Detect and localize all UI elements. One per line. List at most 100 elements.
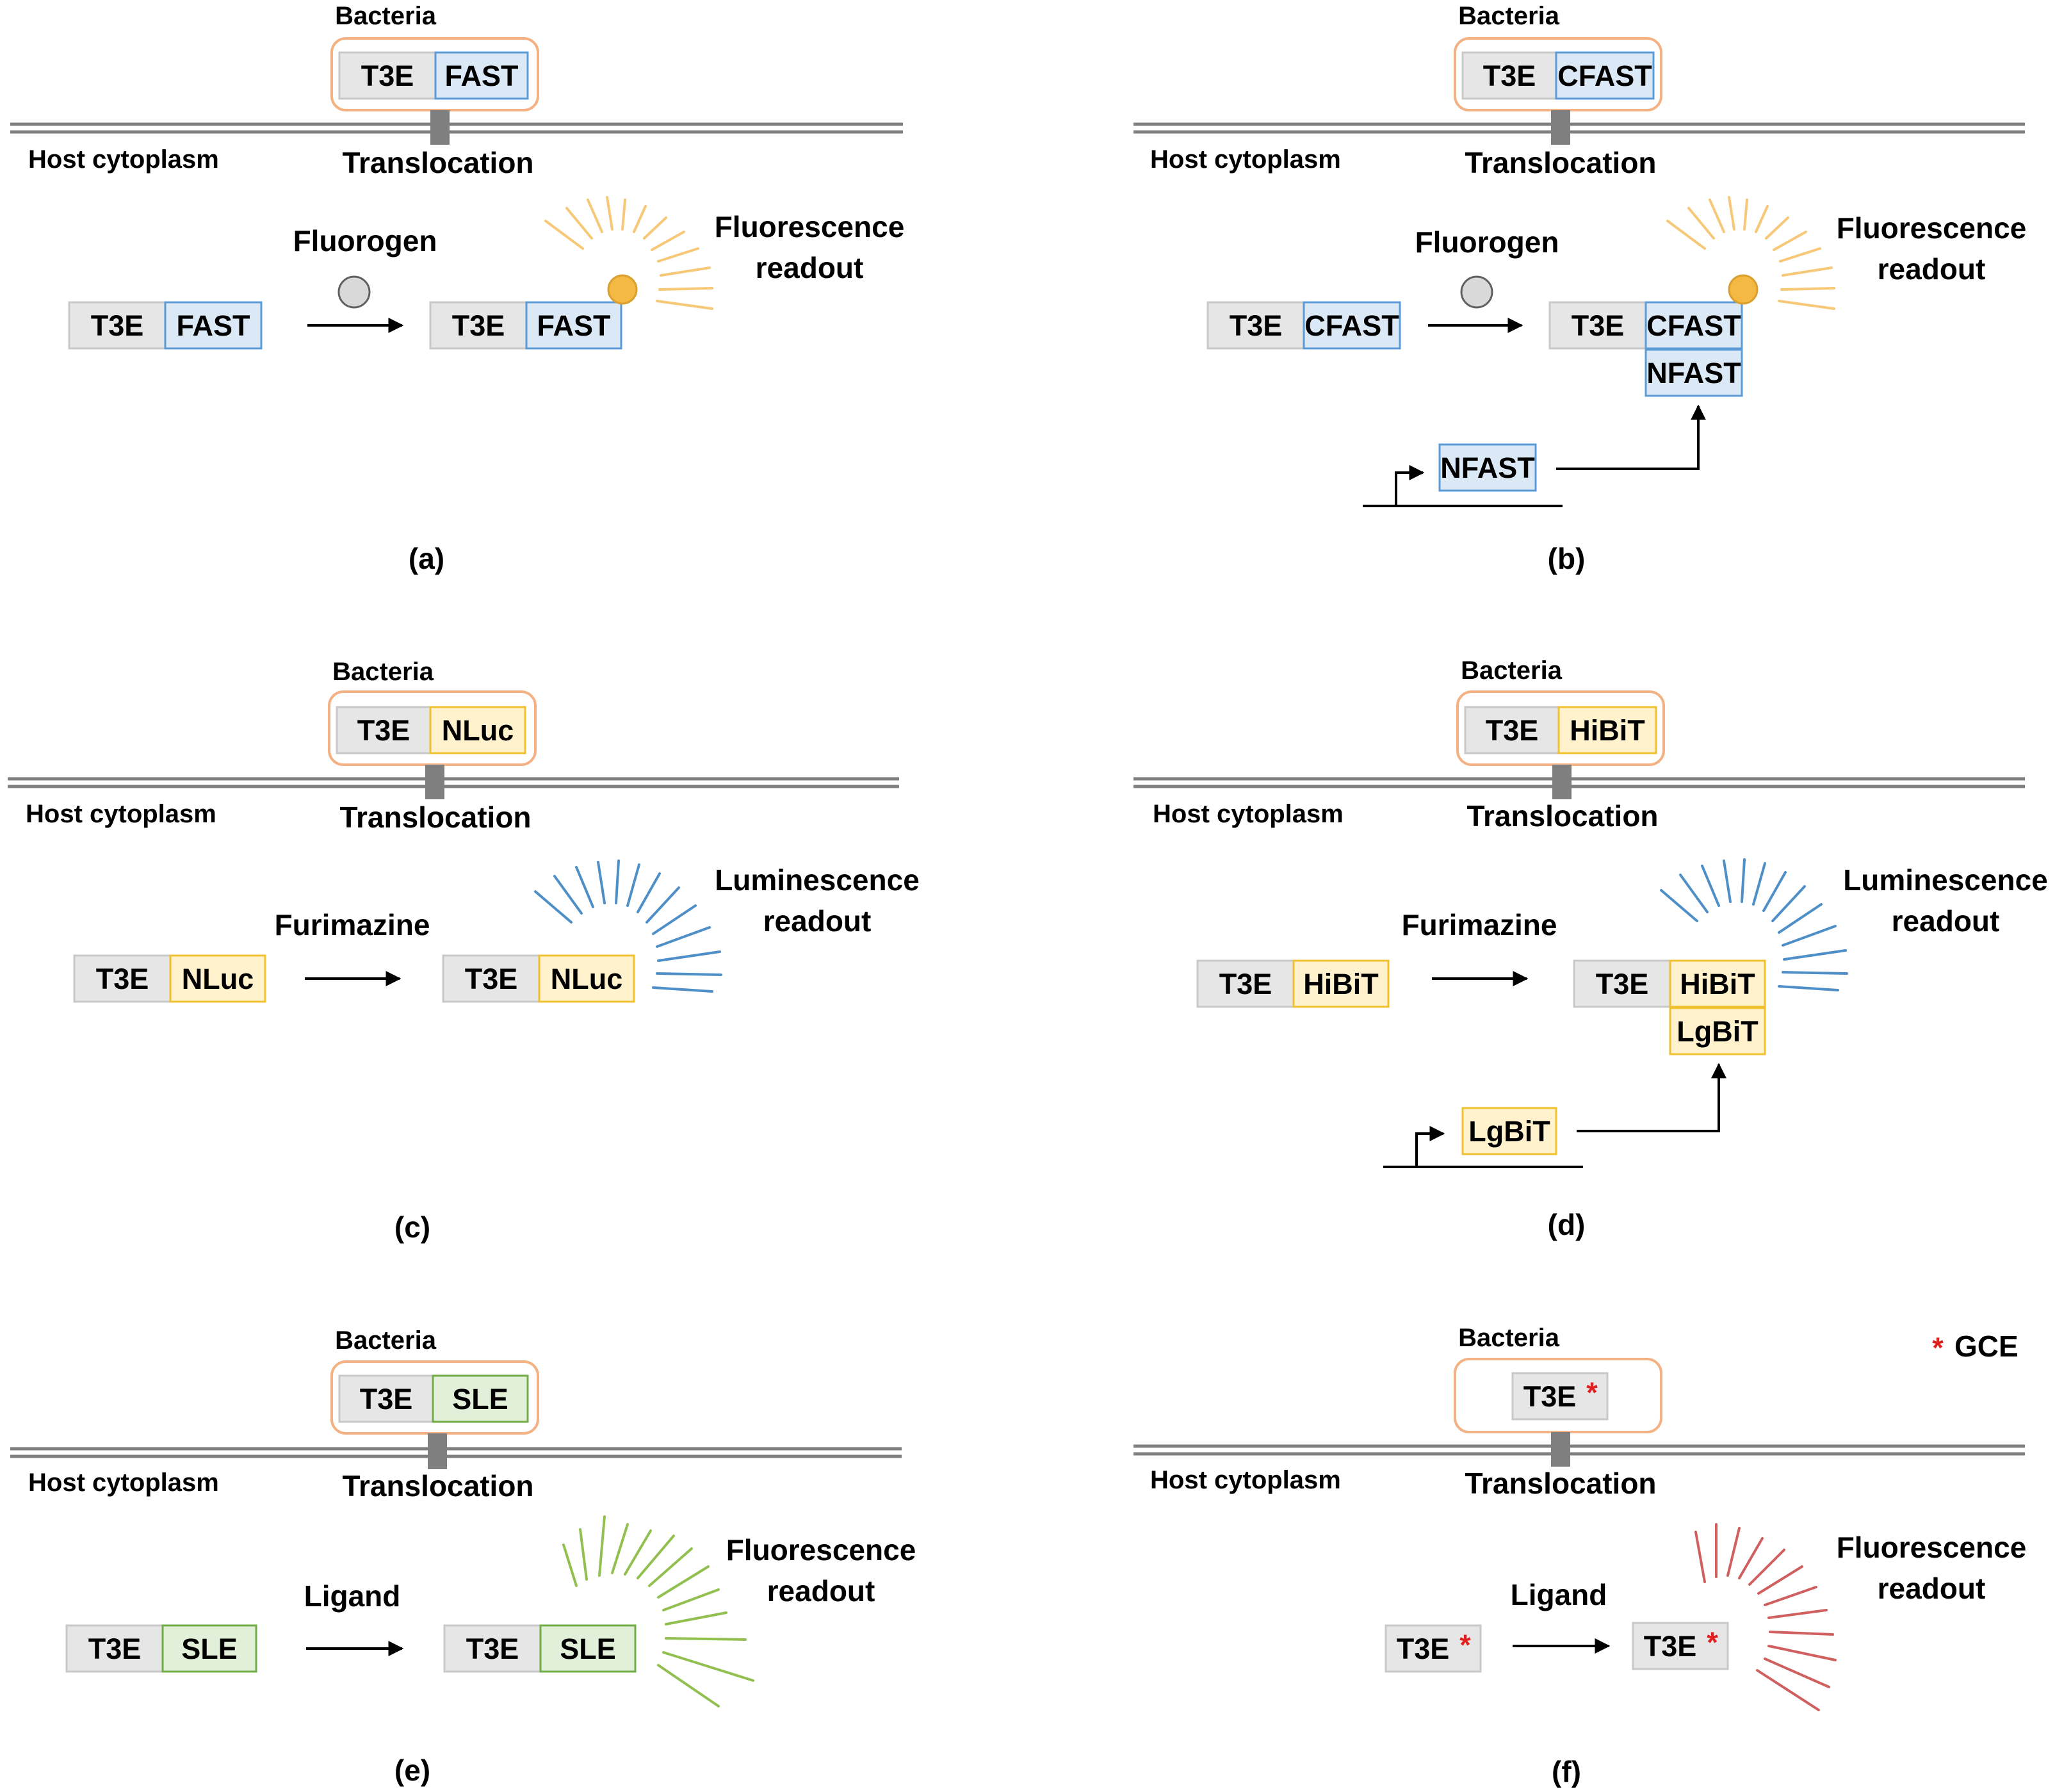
bacteria-label: Bacteria [1461,656,1563,685]
t3e-label: T3E [91,309,144,342]
sle-label: SLE [452,1383,508,1415]
translocation-label: Translocation [342,1469,533,1503]
hibit-box [1292,959,1390,1008]
cfast-label: CFAST [1646,309,1741,342]
readout-subtitle: readout [763,904,872,938]
t3e-label: T3E [465,963,518,995]
panel-label: (c) [394,1210,430,1244]
t3e-label: T3E [1644,1630,1697,1663]
bacteria-label: Bacteria [335,1326,437,1355]
lgbit-label: LgBiT [1677,1015,1758,1048]
sle-label: SLE [181,1633,238,1665]
nluc-label: NLuc [442,714,514,747]
complementation-arrow [1556,404,1706,470]
hibit-box [1557,706,1657,754]
t3e-label: T3E [360,1383,413,1415]
fluorescence-rays [562,1515,754,1707]
t3e-box [68,301,167,350]
t3e-box [1548,301,1647,350]
readout-subtitle: readout [756,251,864,284]
translocation-channel [1551,1432,1570,1467]
gce-star-icon: * [1707,1626,1718,1659]
t3e-label: T3E [88,1633,142,1665]
host-cytoplasm-label: Host cytoplasm [1150,1466,1341,1494]
fast-box [434,51,529,100]
readout-subtitle: readout [1892,904,2000,938]
t3e-label: T3E [1572,309,1625,342]
t3e-label: T3E [1230,309,1283,342]
t3e-label: T3E [96,963,149,995]
fluorogen-label: Fluorogen [293,224,437,257]
bacteria-label: Bacteria [1458,2,1560,30]
furimazine-label: Furimazine [1402,908,1557,941]
panel-label: (e) [394,1754,430,1787]
t3e-box [1461,51,1557,100]
host-membrane [1133,122,2025,134]
lgbit-box [1669,1007,1766,1055]
fast-label: FAST [444,60,518,92]
fluorescence-rays [544,196,713,310]
t3e-box [1511,1372,1609,1421]
t3e-label: T3E [357,714,410,747]
fast-label: FAST [176,309,250,342]
host-membrane [10,1447,902,1458]
nfast-box [1438,443,1537,492]
nluc-label: NLuc [182,963,254,995]
translocation-label: Translocation [1465,146,1656,179]
ligand-label: Ligand [304,1579,401,1613]
t3e-box [1573,959,1671,1008]
panel-b: Bacteria T3E CFAST Host cytoplasm Transl… [1133,2,2026,575]
furimazine-label: Furimazine [275,908,430,941]
panel-d: Bacteria T3E HiBiT Host cytoplasm Transl… [1133,656,2048,1241]
readout-title: Luminescence [1843,863,2048,897]
nluc-box [429,706,526,754]
readout-title: Luminescence [715,863,920,897]
host-membrane [1133,777,2025,788]
luminescence-rays [534,859,722,993]
gce-star-icon: * [1586,1376,1598,1409]
cfast-label: CFAST [1304,309,1399,342]
t3e-label: T3E [1219,968,1272,1000]
t3e-box [1206,301,1305,350]
panel-e: Bacteria T3E SLE Host cytoplasm Transloc… [10,1326,916,1787]
t3e-label: T3E [1397,1633,1450,1665]
host-cytoplasm-label: Host cytoplasm [1150,145,1341,174]
translocation-channel [1551,110,1570,145]
readout-title: Fluorescence [726,1533,916,1567]
fluorogen-icon [1460,275,1493,309]
nluc-label: NLuc [551,963,623,995]
panel-label: (f) [1552,1755,1581,1788]
nfast-label: NFAST [1646,357,1741,389]
panel-label: (d) [1548,1208,1586,1241]
cfast-box [1303,301,1401,350]
hibit-box [1669,959,1766,1008]
t3e-box [65,1624,164,1673]
hibit-label: HiBiT [1303,968,1379,1000]
gce-legend-label: GCE [1954,1330,2018,1363]
readout-subtitle: readout [1878,1572,1986,1605]
gce-star-icon: * [1459,1629,1471,1661]
fluorogen-bound-icon [1728,274,1759,305]
fast-box [164,301,263,350]
translocation-channel [425,765,444,799]
readout-title: Fluorescence [1837,1531,2027,1564]
t3e-box [429,301,528,350]
readout-title: Fluorescence [1837,211,2027,245]
nfast-label: NFAST [1440,452,1535,484]
fluorescence-rays [1666,196,1835,310]
hibit-label: HiBiT [1570,714,1645,747]
translocation-label: Translocation [1465,1467,1656,1500]
t3e-box [336,706,432,754]
bacteria-label: Bacteria [332,658,434,686]
translocation-label: Translocation [339,801,531,834]
panel-label: (b) [1548,542,1586,575]
hibit-label: HiBiT [1680,968,1755,1000]
t3e-label: T3E [1483,60,1536,92]
readout-subtitle: readout [767,1574,875,1608]
fast-box [525,301,622,350]
promoter-icon [1383,1126,1583,1168]
t3e-box [1196,959,1295,1008]
fast-label: FAST [537,309,610,342]
cfast-box [1645,301,1743,350]
